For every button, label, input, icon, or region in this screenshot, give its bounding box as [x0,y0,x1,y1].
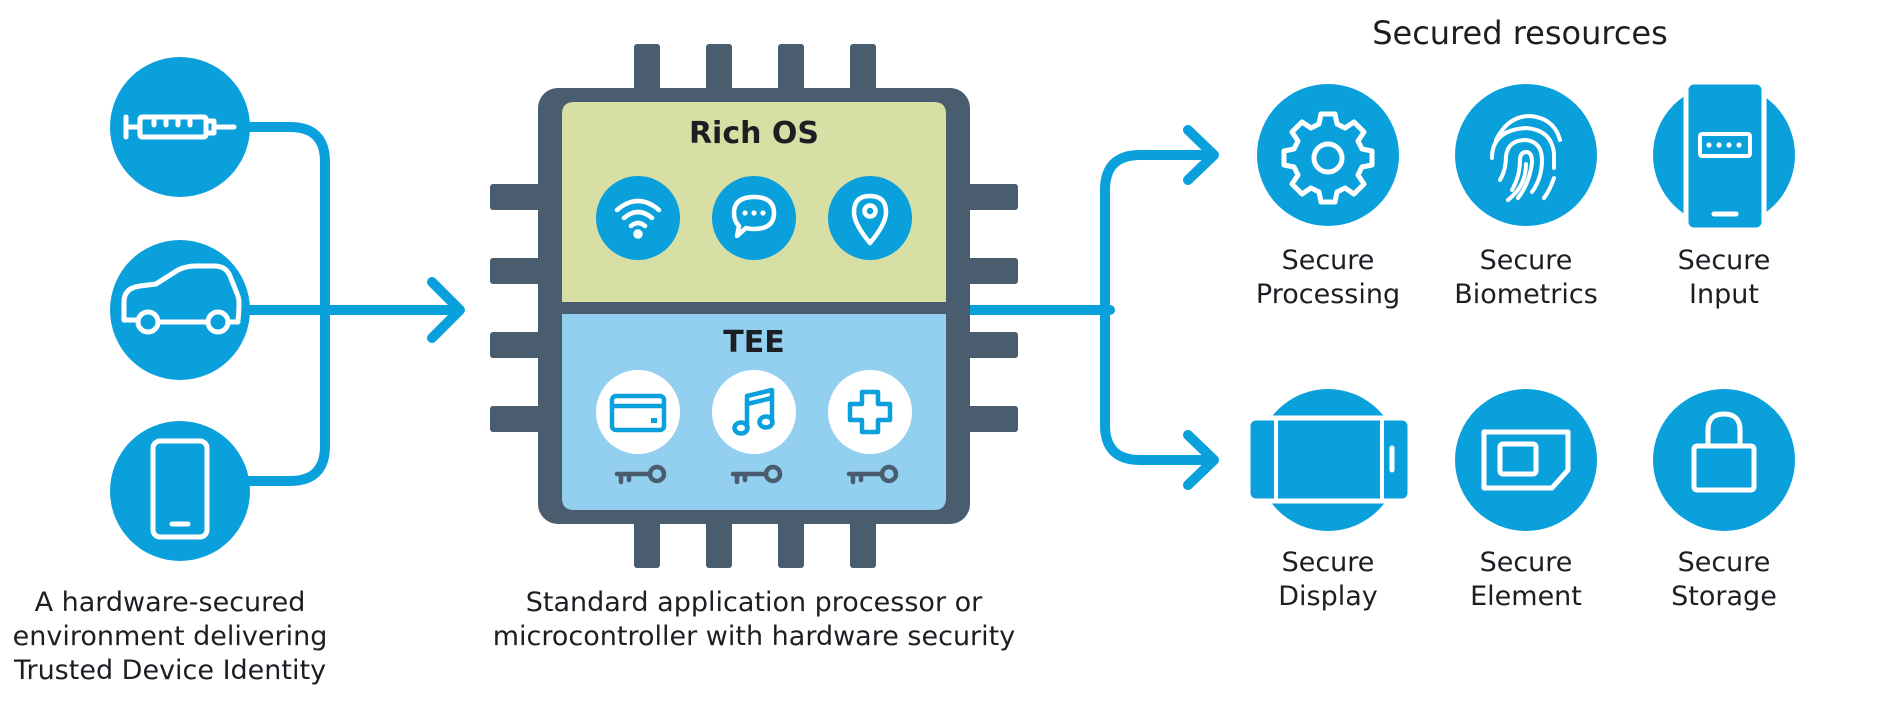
resource-label-line: Storage [1671,581,1777,612]
chip-caption-line-1: Standard application processor or [525,587,983,618]
left-caption-line-2: environment delivering [12,621,328,652]
keypad-device-icon [1683,79,1767,233]
car-icon [121,263,242,335]
input-arrow-head [427,277,465,343]
padlock-icon [1691,411,1757,493]
resource-label-line: Processing [1255,279,1401,310]
music-note-icon [732,387,775,436]
resource-label-biometrics: Secure Biometrics [1426,244,1626,312]
output-arrow-head-top [1183,125,1219,185]
resource-label-display: Secure Display [1228,546,1428,614]
resource-circle-processing [1257,84,1399,226]
output-branch-line [1100,150,1213,465]
resource-label-storage: Secure Storage [1624,546,1824,614]
chip-caption-line-2: microcontroller with hardware security [492,621,1016,652]
sim-card-icon [1481,429,1571,491]
smartphone-icon [150,438,210,540]
gear-icon [1281,111,1375,205]
resource-label-line: Secure [1281,245,1375,276]
chip-caption: Standard application processor or microc… [474,586,1034,654]
resource-label-line: Display [1278,581,1378,612]
secured-resources [1245,79,1795,531]
key-icon [614,464,899,485]
left-circle-phone [110,421,250,561]
rich-os-label: Rich OS [689,116,819,151]
tee-label: TEE [723,325,784,360]
left-caption-line-1: A hardware-secured [34,587,306,618]
left-caption: A hardware-secured environment deliverin… [10,586,330,688]
resource-label-line: Element [1470,581,1582,612]
resource-label-line: Secure [1479,547,1573,578]
fingerprint-icon [1490,113,1562,202]
left-bracket-line [233,122,330,486]
left-caption-line-3: Trusted Device Identity [13,655,327,686]
resource-label-line: Secure [1677,245,1771,276]
resource-label-line: Secure [1677,547,1771,578]
left-circle-syringe [110,57,250,197]
display-icon [1245,415,1413,504]
resource-label-line: Secure [1479,245,1573,276]
secured-resources-title: Secured resources [1372,14,1668,52]
resource-label-input: Secure Input [1624,244,1824,312]
location-pin-icon [851,193,889,246]
resource-circle-element [1455,389,1597,531]
resource-label-element: Secure Element [1426,546,1626,614]
resource-label-line: Input [1689,279,1759,310]
chat-bubble-icon [731,194,777,239]
wifi-icon [614,198,662,239]
credit-card-icon [609,393,667,433]
connectors [233,122,1219,490]
syringe-icon [123,114,237,140]
resource-label-line: Biometrics [1454,279,1598,310]
output-arrow-head-bottom [1183,430,1219,490]
resource-label-processing: Secure Processing [1228,244,1428,312]
medical-cross-icon [847,389,893,435]
resource-circle-biometrics [1455,84,1597,226]
resource-label-line: Secure [1281,547,1375,578]
left-circle-car [110,240,250,380]
resource-circle-storage [1653,389,1795,531]
left-devices [110,57,250,561]
chip-pins [490,44,1018,568]
processor-chip: Rich OS TEE [490,44,1018,568]
